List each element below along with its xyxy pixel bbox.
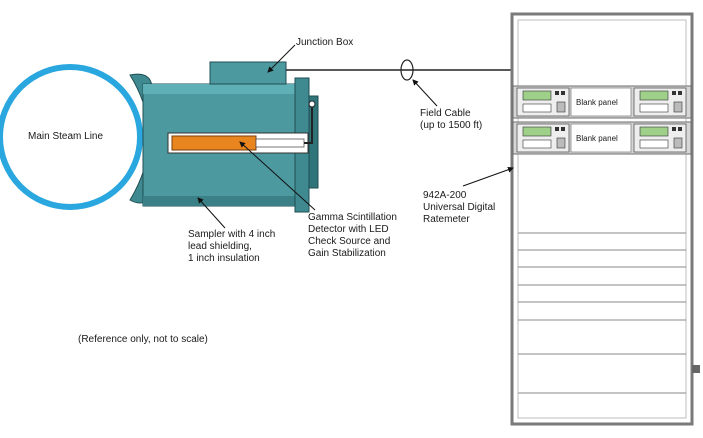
blank-panel	[570, 87, 632, 117]
ratemeter-unit	[516, 123, 570, 153]
leader-junction-box	[267, 44, 296, 73]
blank-panel-label: Blank panel	[576, 98, 618, 107]
leader-detector	[239, 141, 316, 211]
leader-ratemeter	[462, 166, 514, 187]
ratemeter-unit	[633, 87, 687, 117]
field-cable-coil	[400, 59, 414, 81]
cabinet-handle	[692, 365, 700, 373]
junction-box-label: Junction Box	[296, 37, 354, 48]
blank-panel-label: Blank panel	[576, 134, 618, 143]
ratemeter-unit	[516, 87, 570, 117]
scale-note: (Reference only, not to scale)	[78, 334, 208, 345]
field-cable-label: Field Cable (up to 1500 ft)	[420, 108, 483, 131]
detector-crystal	[171, 135, 257, 151]
junction-box	[209, 61, 287, 85]
cable-gland	[308, 100, 316, 108]
ratemeter-label: 942A-200 Universal Digital Ratemeter	[423, 190, 496, 225]
leader-sampler	[197, 197, 226, 229]
blank-panel	[570, 123, 632, 153]
leader-field-cable	[412, 79, 438, 107]
main-steam-line-pipe	[0, 64, 143, 210]
sampler-label: Sampler with 4 inch lead shielding, 1 in…	[188, 229, 276, 264]
detector-label: Gamma Scintillation Detector with LED Ch…	[308, 212, 397, 259]
detector-cable	[304, 106, 313, 144]
detector-tube	[255, 138, 305, 148]
main-steam-line-label: Main Steam Line	[28, 131, 104, 142]
ratemeter-unit	[633, 123, 687, 153]
cabinet	[510, 12, 700, 426]
